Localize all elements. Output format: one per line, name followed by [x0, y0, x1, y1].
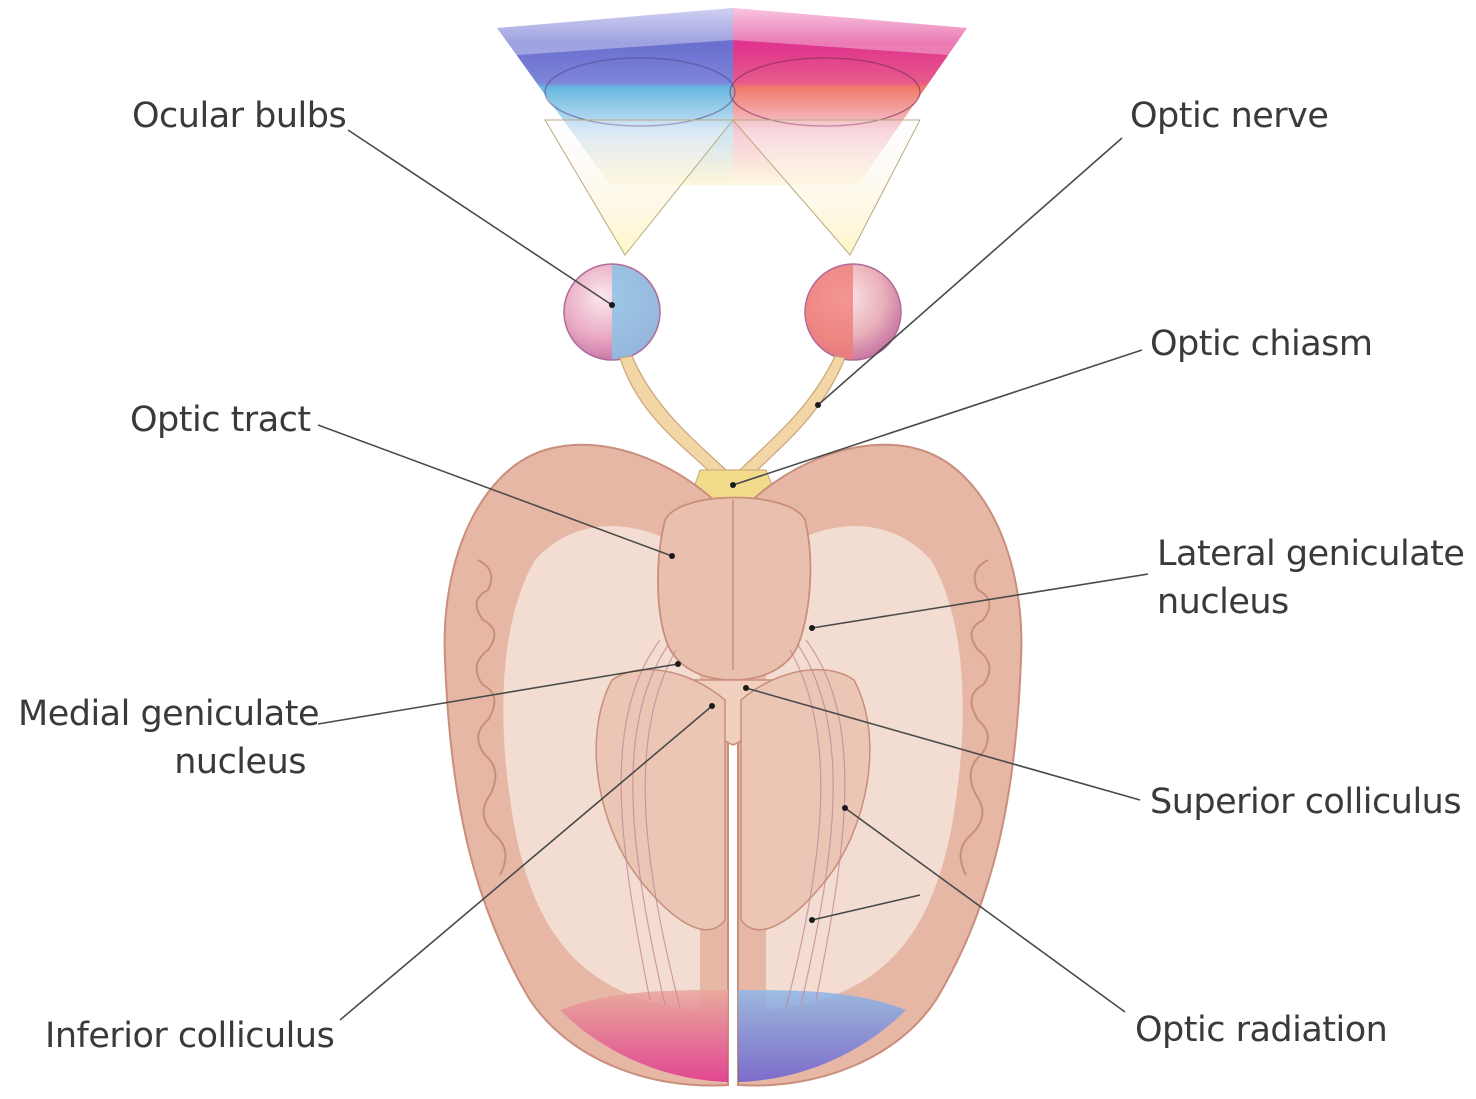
- label-lateral-geniculate-line1: Lateral geniculate: [1157, 530, 1464, 578]
- label-lateral-geniculate-nucleus: Lateral geniculate nucleus: [1157, 530, 1464, 626]
- label-lateral-geniculate-line2: nucleus: [1157, 578, 1464, 626]
- label-optic-nerve: Optic nerve: [1130, 92, 1328, 140]
- brain-illustration: [445, 445, 1022, 1086]
- label-optic-tract: Optic tract: [130, 396, 311, 444]
- label-optic-radiation: Optic radiation: [1135, 1006, 1387, 1054]
- label-medial-geniculate-line2: nucleus: [18, 738, 306, 786]
- label-ocular-bulbs: Ocular bulbs: [132, 92, 346, 140]
- label-superior-colliculus: Superior colliculus: [1150, 778, 1461, 826]
- ocular-bulbs-illustration: [564, 264, 901, 360]
- label-inferior-colliculus: Inferior colliculus: [45, 1012, 334, 1060]
- label-medial-geniculate-line1: Medial geniculate: [18, 690, 306, 738]
- label-medial-geniculate-nucleus: Medial geniculate nucleus: [18, 690, 306, 786]
- label-optic-chiasm: Optic chiasm: [1150, 320, 1373, 368]
